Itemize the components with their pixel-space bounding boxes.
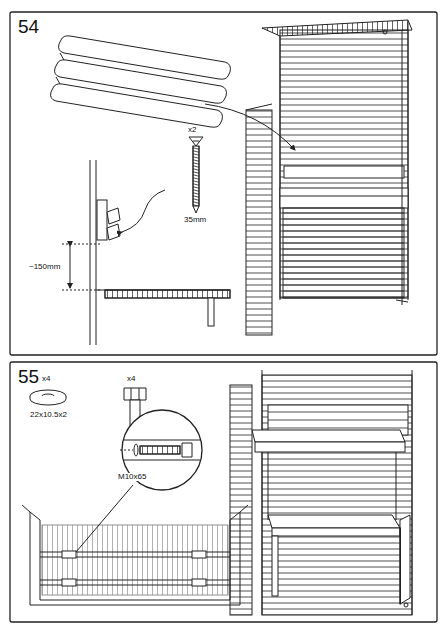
sauna-cabin [246,20,412,335]
step-number: 54 [17,17,40,36]
panel-frame [10,12,437,355]
sauna-cabin [230,370,412,615]
wood-screw [189,137,203,213]
backrest-detail [62,160,230,345]
quantity: x4 [41,375,51,383]
quantity: x4 [126,375,136,383]
step-number: 55 [17,367,40,386]
washer-size: 22x10.5x2 [29,411,68,419]
screw-length: 35mm [183,216,207,224]
bolt-size: M10x65 [117,473,147,481]
leader-line [76,485,133,552]
quantity: x2 [187,126,197,134]
panel-frame [10,362,437,622]
washers [30,390,66,405]
backrest-slats [51,36,231,127]
bench-frame [22,505,248,605]
dimension: ~150mm [28,263,61,271]
